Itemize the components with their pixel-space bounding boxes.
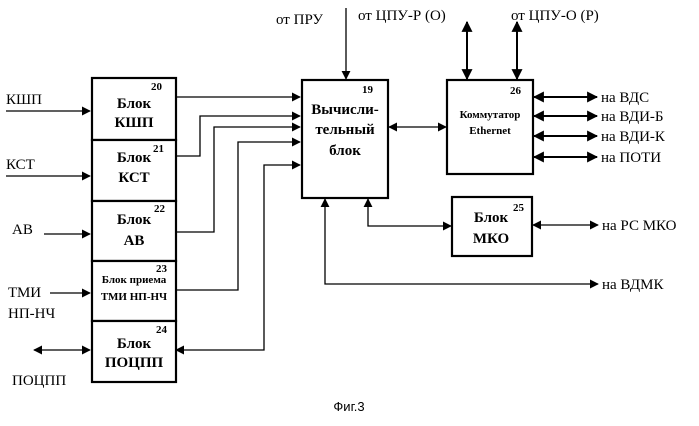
link-19-25 [368, 199, 451, 226]
block-22-line2: АВ [124, 233, 145, 249]
top-label-pru: от ПРУ [276, 12, 323, 28]
input-label-kshp: КШП [6, 92, 42, 108]
block-26-line2: Ethernet [469, 125, 511, 137]
block-26-number: 26 [510, 85, 522, 97]
input-label-kst: КСТ [6, 157, 35, 173]
block-22-av: 22 Блок АВ [92, 201, 176, 261]
block-25-number: 25 [513, 202, 525, 214]
block-26-line1: Коммутатор [460, 109, 521, 121]
top-label-cpu-o: от ЦПУ-О (Р) [511, 8, 599, 24]
block-19-number: 19 [362, 84, 374, 96]
block-25-mko: 25 Блок МКО [452, 197, 532, 256]
block-25-line2: МКО [473, 231, 509, 247]
block-25-line1: Блок [474, 210, 509, 226]
block-21-line2: КСТ [118, 170, 149, 186]
output-label-vdi-b: на ВДИ-Б [601, 109, 664, 125]
link-23-to-19 [176, 142, 300, 290]
block-23-line2: ТМИ НП-НЧ [101, 291, 167, 303]
output-label-vds: на ВДС [601, 90, 649, 106]
block-20-line1: Блок [117, 96, 152, 112]
block-20-kshp: 20 Блок КШП [92, 78, 176, 140]
block-24-number: 24 [156, 324, 168, 336]
block-20-number: 20 [151, 81, 163, 93]
top-label-cpu-r: от ЦПУ-Р (О) [358, 8, 446, 24]
input-label-potspp: ПОЦПП [12, 373, 66, 389]
block-21-kst: 21 Блок КСТ [92, 140, 176, 201]
block-21-number: 21 [153, 143, 164, 155]
block-22-number: 22 [154, 203, 166, 215]
block-21-line1: Блок [117, 150, 152, 166]
block-24-line2: ПОЦПП [105, 355, 164, 371]
figure-caption: Фиг.3 [333, 399, 364, 414]
output-label-vdmk: на ВДМК [602, 277, 664, 293]
block-24-potspp: 24 Блок ПОЦПП [92, 321, 176, 382]
block-19-computing: 19 Вычисли- тельный блок [302, 80, 388, 198]
input-label-tmi-line2: НП-НЧ [8, 306, 55, 322]
block-20-line2: КШП [114, 115, 153, 131]
block-19-line3: блок [329, 143, 361, 159]
block-19-line1: Вычисли- [311, 102, 379, 118]
block-26-ethernet-switch: 26 Коммутатор Ethernet [447, 80, 533, 174]
block-24-line1: Блок [117, 336, 152, 352]
block-23-tmi: 23 Блок приема ТМИ НП-НЧ [92, 261, 176, 321]
block-23-line1: Блок приема [102, 274, 167, 286]
block-19-line2: тельный [315, 122, 375, 138]
output-label-rs-mko: на РС МКО [602, 218, 677, 234]
output-label-poti: на ПОТИ [601, 150, 661, 166]
block-22-line1: Блок [117, 212, 152, 228]
input-label-av: АВ [12, 222, 33, 238]
input-label-tmi-line1: ТМИ [8, 285, 41, 301]
output-label-vdi-k: на ВДИ-К [601, 129, 666, 145]
